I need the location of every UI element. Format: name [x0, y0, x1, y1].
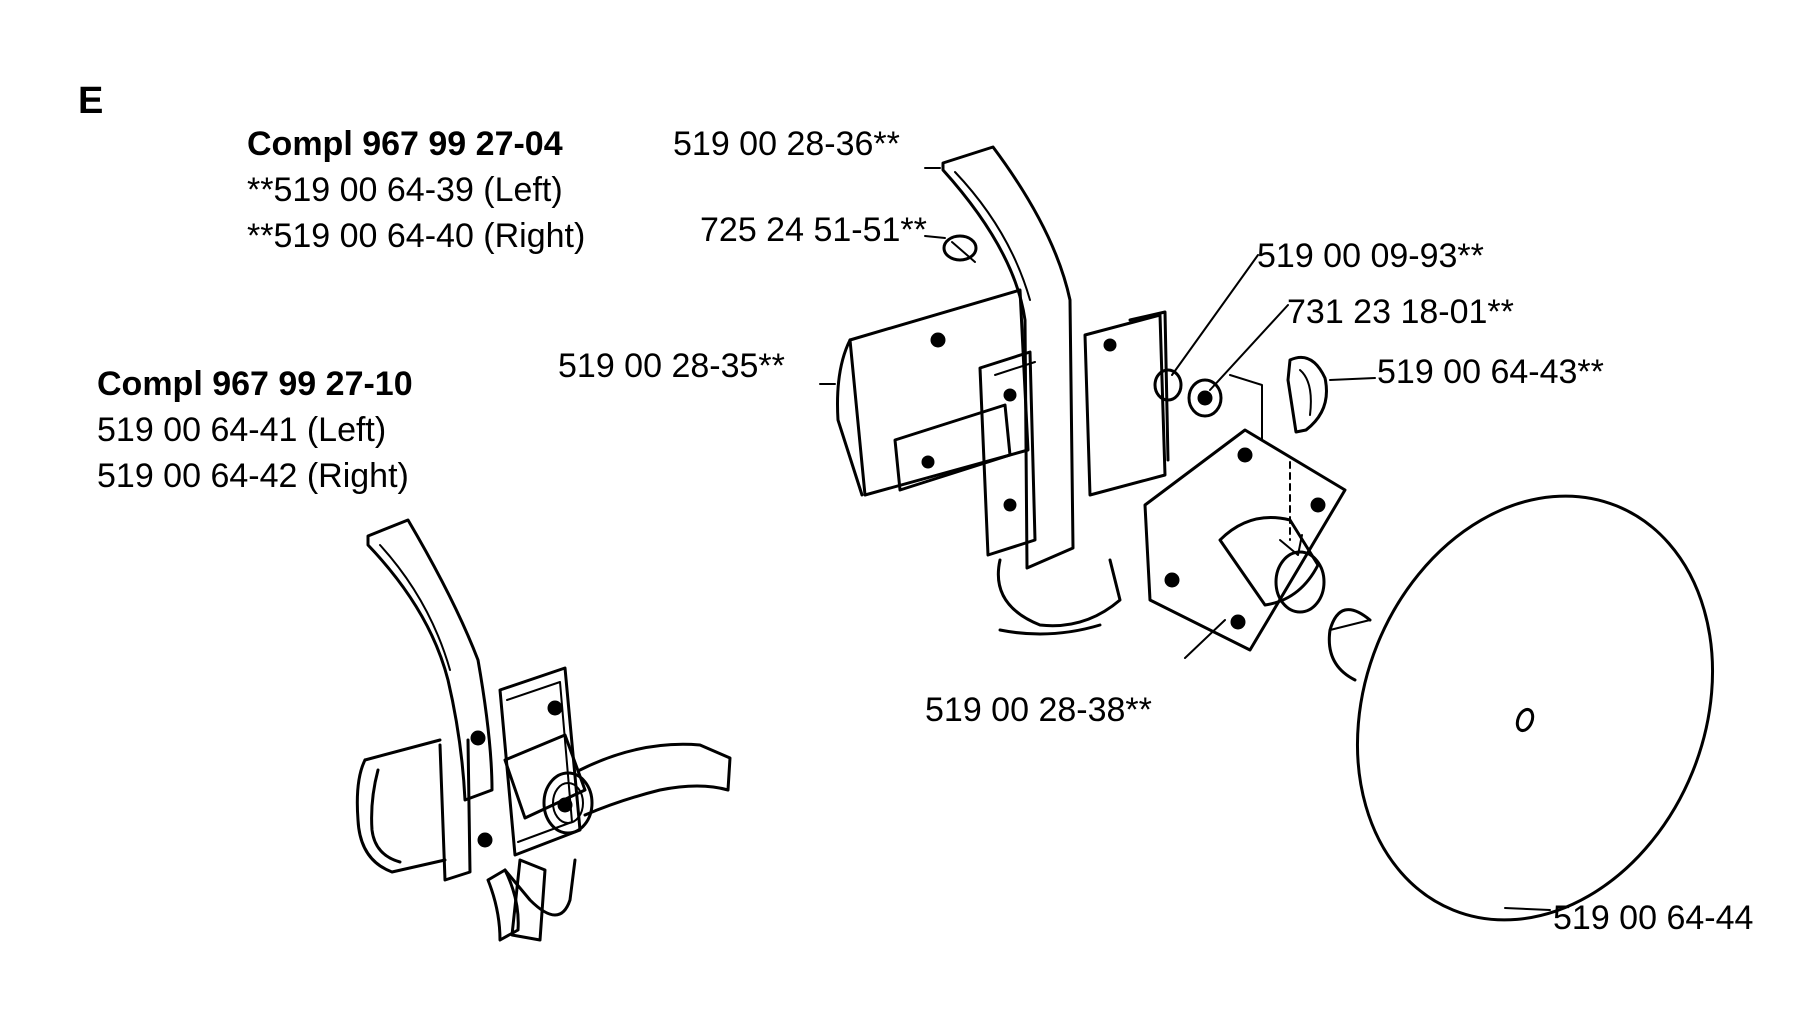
group-2-line-1: 519 00 64-41 (Left) [97, 411, 387, 449]
callout-519-00-28-36: 519 00 28-36** [673, 125, 900, 163]
section-letter: E [78, 80, 104, 122]
group-title-1: Compl 967 99 27-04 [247, 125, 563, 163]
callout-519-00-28-35: 519 00 28-35** [558, 347, 785, 385]
group-2-line-2: 519 00 64-42 (Right) [97, 457, 409, 495]
callout-519-00-28-38: 519 00 28-38** [925, 691, 1152, 729]
group-1-line-1: **519 00 64-39 (Left) [247, 171, 563, 209]
callout-519-00-64-44: 519 00 64-44 [1553, 899, 1754, 937]
group-title-2: Compl 967 99 27-10 [97, 365, 413, 403]
callout-519-00-09-93: 519 00 09-93** [1257, 237, 1484, 275]
right-tine-assembly [819, 145, 1715, 922]
callout-731-23-18-01: 731 23 18-01** [1287, 293, 1514, 331]
callout-725-24-51-51: 725 24 51-51** [700, 211, 927, 249]
group-1-line-2: **519 00 64-40 (Right) [247, 217, 586, 255]
callout-519-00-64-43: 519 00 64-43** [1377, 353, 1604, 391]
left-tine-assembly [355, 518, 732, 942]
